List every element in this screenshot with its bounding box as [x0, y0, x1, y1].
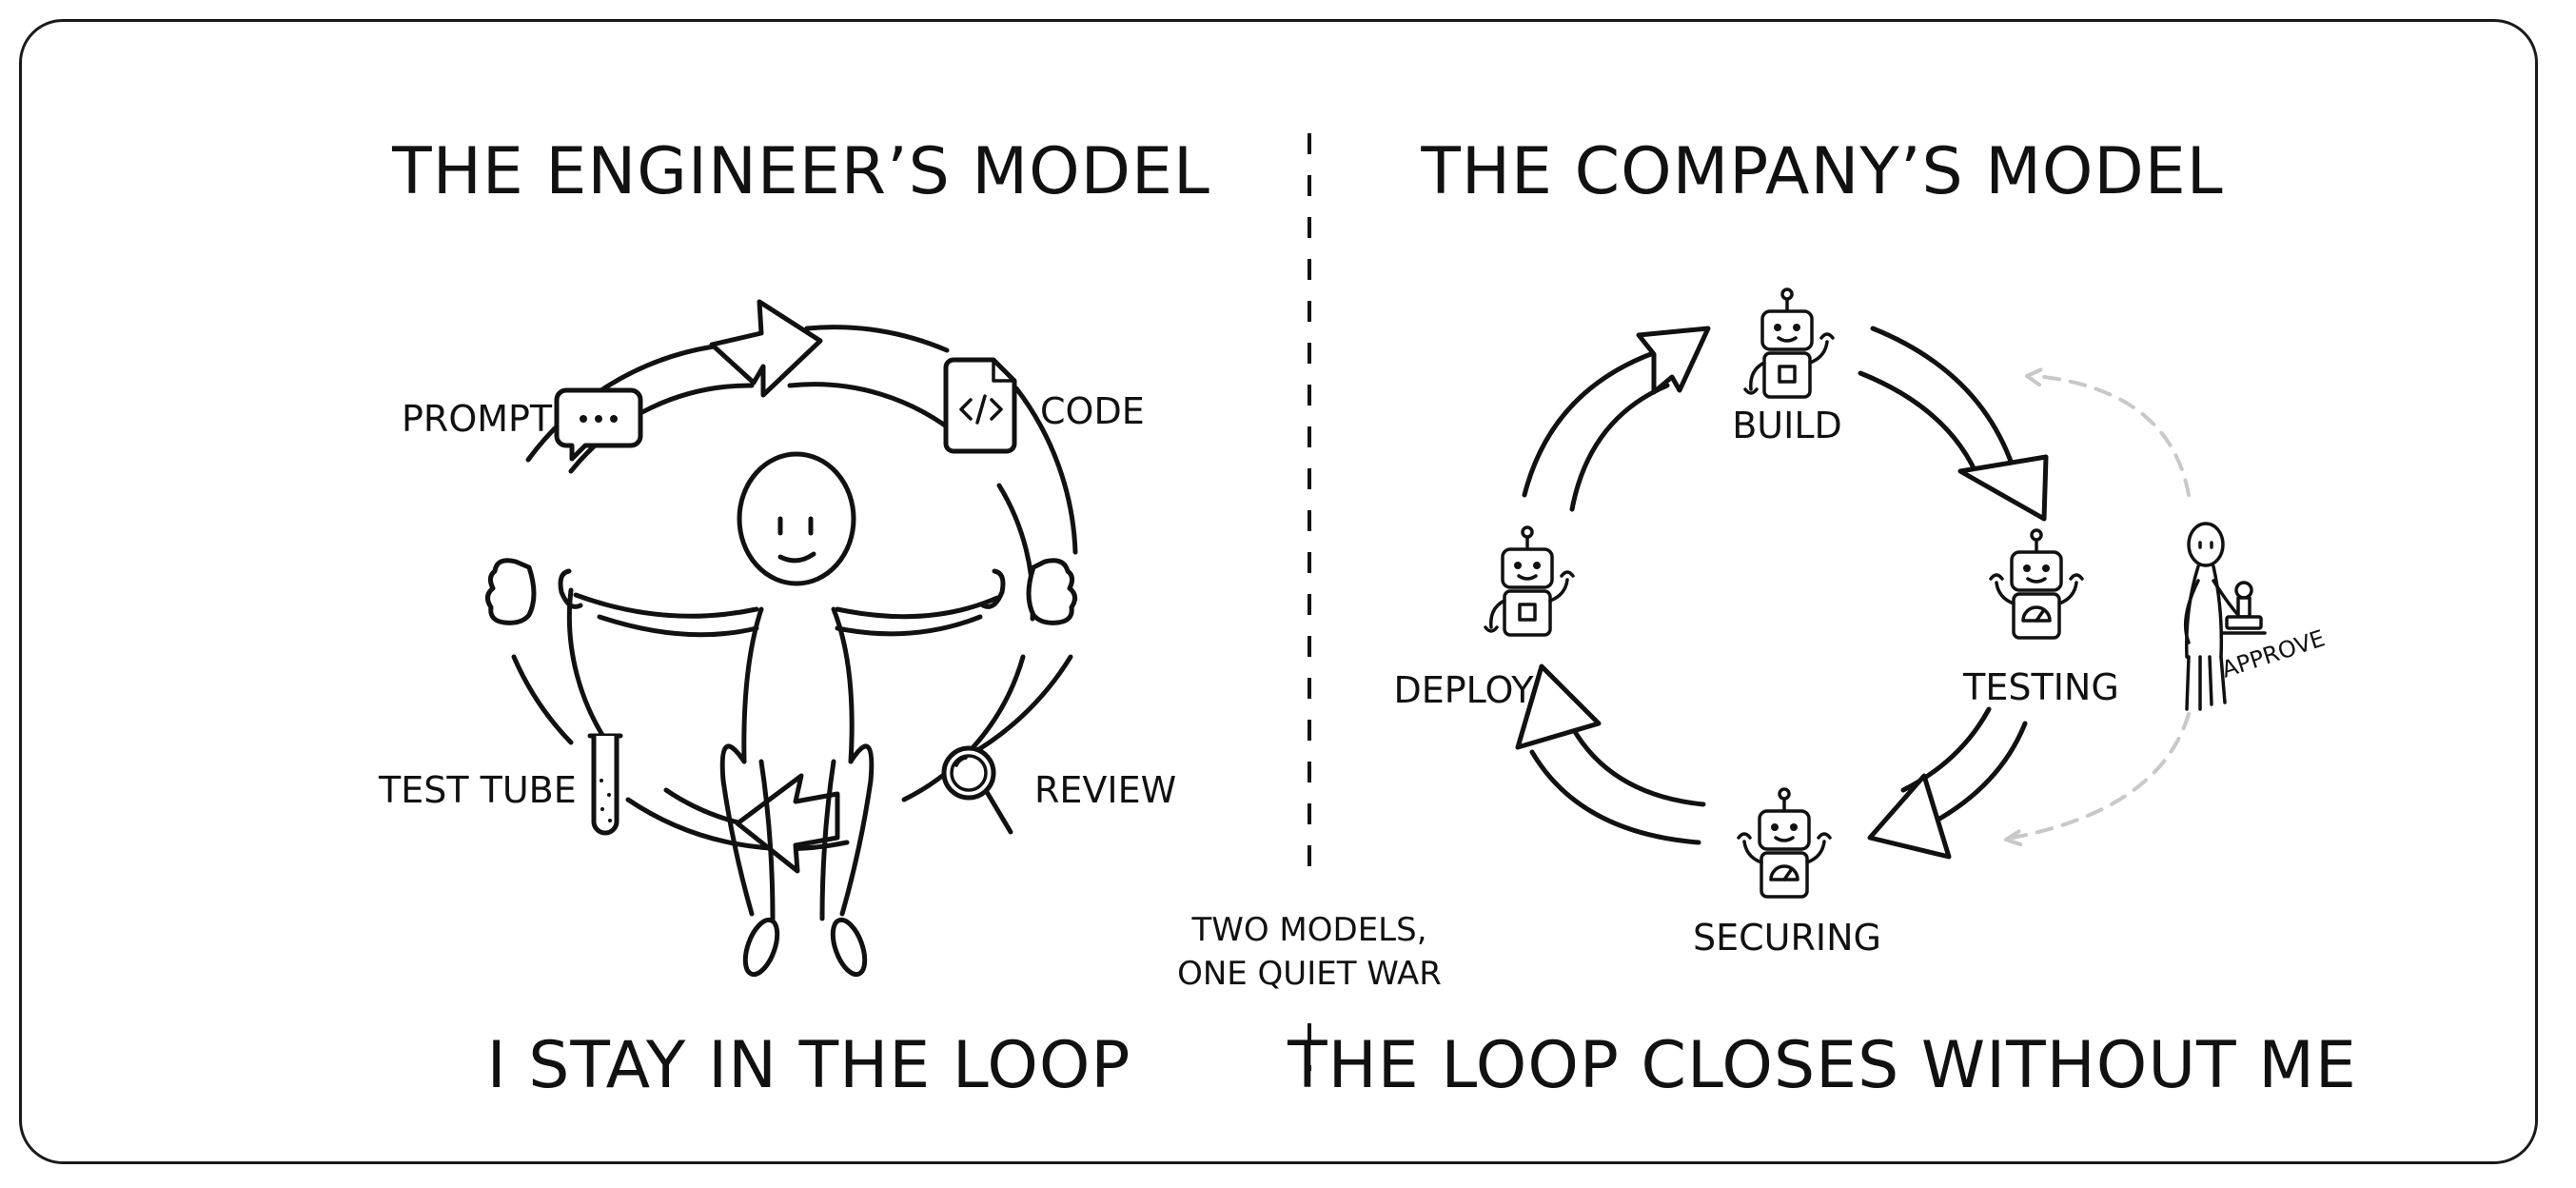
code-label: CODE: [1040, 390, 1145, 432]
arrow-deploy-to-build: [1636, 326, 1711, 395]
prompt-label: PROMPT: [402, 398, 553, 440]
code-file-icon: [943, 357, 1017, 454]
top-arrowhead: [709, 299, 823, 398]
review-label: REVIEW: [1034, 769, 1176, 811]
company-caption: THE LOOP CLOSES WITHOUT ME: [1287, 1028, 2357, 1103]
ghost-arrow-lower: [2011, 712, 2191, 840]
speech-bubble-icon: [554, 387, 643, 462]
test-tube-label: TEST TUBE: [378, 769, 577, 811]
magnifier-icon: [941, 745, 1013, 835]
engineer-figure: [573, 451, 1000, 978]
robot-icon-deploy: [1484, 525, 1575, 637]
ghost-arrow-upper: [2035, 374, 2191, 497]
robot-icon-build: [1743, 287, 1835, 399]
arrow-securing-to-deploy: [1515, 663, 1602, 750]
stage-securing-label: SECURING: [1693, 917, 1881, 959]
arrow-testing-to-securing: [1867, 773, 1952, 860]
center-note-line1: TWO MODELS,: [1190, 911, 1426, 949]
ghost-arrow-upper-head: [2025, 365, 2050, 391]
engineer-loop: PROMPT CODE TEST TUBE REVIEW: [378, 299, 1176, 978]
company-loop: BUILD TESTING SECURING DEPLOY APPROVE: [1393, 287, 2328, 959]
stage-build-label: BUILD: [1732, 405, 1842, 446]
right-hand: [1026, 558, 1077, 625]
company-model-title: THE COMPANY’S MODEL: [1420, 134, 2223, 209]
center-note-line2: ONE QUIET WAR: [1177, 955, 1442, 993]
ghost-arrow-lower-head: [2004, 824, 2031, 849]
robot-icon-testing: [1989, 528, 2084, 640]
stage-deploy-label: DEPLOY: [1393, 669, 1534, 711]
bottom-arrowhead: [735, 773, 840, 874]
test-tube-icon: [587, 733, 623, 836]
left-hand: [485, 558, 537, 625]
robot-icon-securing: [1737, 787, 1832, 899]
approver-figure: [2183, 522, 2244, 711]
stage-testing-label: TESTING: [1962, 666, 2119, 708]
engineer-caption: I STAY IN THE LOOP: [487, 1028, 1131, 1103]
engineer-model-title: THE ENGINEER’S MODEL: [391, 134, 1210, 209]
card-frame: [19, 19, 2538, 1164]
arrow-build-to-testing: [1957, 454, 2049, 522]
stamp-icon: [2221, 581, 2267, 635]
